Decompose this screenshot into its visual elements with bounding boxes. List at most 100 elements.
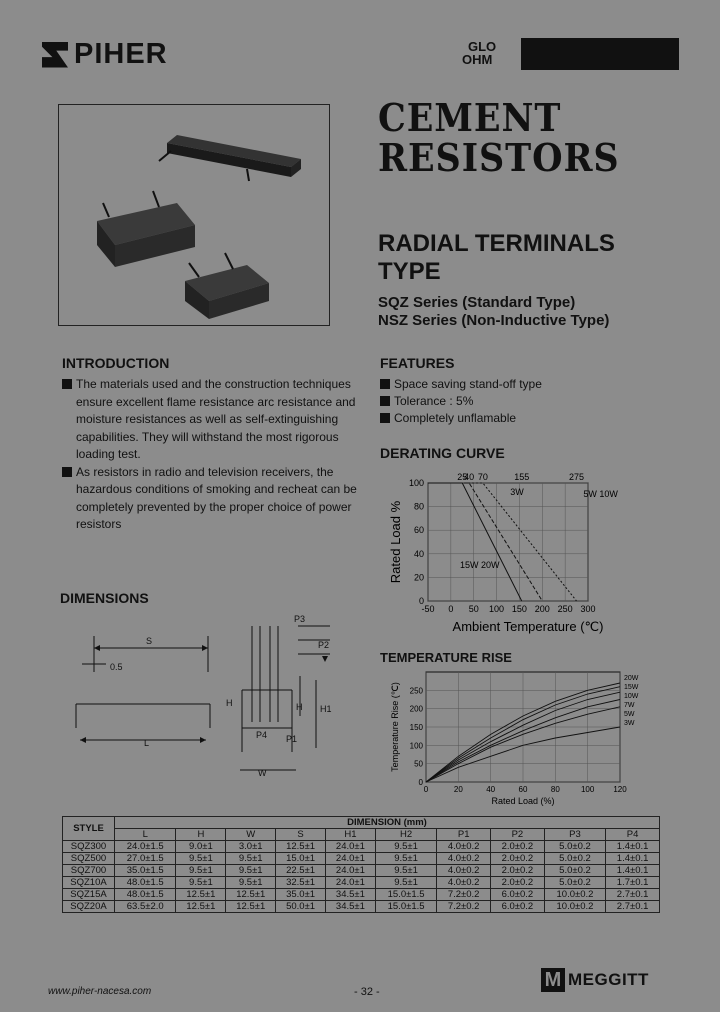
dimension-cell: 2.7±0.1: [605, 888, 660, 901]
meggitt-brand: MEGGITT: [568, 970, 649, 989]
dimension-cell: 12.5±1: [275, 840, 326, 853]
dim-label-p3: P3: [294, 614, 305, 624]
dimension-cell: 27.0±1.5: [113, 852, 177, 865]
dimension-cell: 1.7±0.1: [605, 876, 660, 889]
series-label: 3W: [624, 720, 635, 727]
temprise-series-line: [425, 691, 621, 783]
dim-label-p1: P1: [286, 734, 297, 744]
x-tick-label: 250: [558, 604, 573, 614]
dimension-cell: 5.0±0.2: [543, 864, 607, 877]
dimension-cell: 1.4±0.1: [605, 864, 660, 877]
dimension-cell: 50.0±1: [275, 900, 326, 913]
dimension-cell: 34.5±1: [325, 900, 376, 913]
top-tick-label: 40: [464, 472, 474, 482]
style-cell: SQZ10A: [62, 876, 115, 889]
piher-logo: PIHER: [42, 38, 168, 71]
x-tick-label: 20: [454, 785, 463, 794]
subtitle: RADIAL TERMINALS TYPE: [378, 230, 615, 286]
x-tick-label: 80: [551, 785, 560, 794]
dimension-cell: 2.0±0.2: [490, 852, 545, 865]
dimension-cell: 6.0±0.2: [490, 888, 545, 901]
features-list: Space saving stand-off type Tolerance : …: [380, 376, 542, 427]
x-tick-label: 120: [613, 785, 627, 794]
temprise-series-line: [425, 699, 621, 783]
dimension-cell: 15.0±1.5: [374, 888, 438, 901]
series-sqz: SQZ Series (Standard Type): [378, 294, 576, 311]
dim-label-p2: P2: [318, 640, 329, 650]
dimension-cell: 48.0±1.5: [113, 888, 177, 901]
temprise-heading: TEMPERATURE RISE: [380, 650, 512, 665]
dimension-cell: 9.5±1: [225, 864, 277, 877]
dimension-cell: 12.5±1: [175, 888, 227, 901]
x-tick-label: 150: [512, 604, 527, 614]
dimension-cell: 5.0±0.2: [543, 840, 607, 853]
series-label: 3W: [510, 487, 524, 497]
dimension-cell: 63.5±2.0: [113, 900, 177, 913]
page-number: - 32 -: [354, 986, 380, 998]
dimension-cell: 7.2±0.2: [436, 900, 492, 913]
subtitle-line-1: RADIAL TERMINALS: [378, 230, 615, 257]
x-tick-label: 100: [581, 785, 595, 794]
glo-line: GLO: [468, 39, 497, 54]
dimension-cell: 34.5±1: [325, 888, 376, 901]
x-tick-label: 40: [486, 785, 495, 794]
dimension-cell: 6.0±0.2: [490, 900, 545, 913]
dimension-cell: 1.4±0.1: [605, 852, 660, 865]
temprise-series-line: [425, 726, 621, 783]
derating-series-line: [428, 482, 577, 602]
dimension-cell: 48.0±1.5: [113, 876, 177, 889]
style-cell: SQZ500: [62, 852, 115, 865]
y-tick-label: 60: [414, 525, 424, 535]
feature-item: Completely unflamable: [380, 410, 542, 427]
dimension-cell: 32.5±1: [275, 876, 326, 889]
dimension-header: DIMENSION (mm): [114, 816, 660, 829]
dimension-cell: 2.0±0.2: [490, 876, 545, 889]
dimension-cell: 4.0±0.2: [436, 852, 492, 865]
style-cell: SQZ15A: [62, 888, 115, 901]
column-header: L: [113, 828, 177, 841]
y-axis-label: Rated Load %: [388, 500, 403, 583]
feature-item: Tolerance : 5%: [380, 393, 542, 410]
dimension-cell: 22.5±1: [275, 864, 326, 877]
dimension-cell: 12.5±1: [225, 888, 277, 901]
dimension-cell: 24.0±1: [325, 876, 376, 889]
x-axis-label: Ambient Temperature (℃): [453, 619, 604, 634]
product-photo: [58, 104, 330, 326]
derating-series-line: [428, 482, 543, 602]
dimension-cell: 2.0±0.2: [490, 840, 545, 853]
dimension-cell: 9.5±1: [175, 852, 227, 865]
piher-logo-icon: [42, 41, 68, 68]
dim-label-s: S: [146, 636, 152, 646]
column-header: P4: [605, 828, 660, 841]
dimension-cell: 3.0±1: [225, 840, 277, 853]
dimension-cell: 12.5±1: [225, 900, 277, 913]
dim-label-h1: H1: [320, 704, 332, 714]
y-tick-label: 80: [414, 502, 424, 512]
style-cell: SQZ20A: [62, 900, 115, 913]
dimension-cell: 9.5±1: [374, 864, 438, 877]
title-line-1: CEMENT: [378, 95, 562, 140]
meggitt-mark-icon: M: [541, 968, 565, 992]
column-header: S: [275, 828, 326, 841]
y-tick-label: 20: [414, 572, 424, 582]
series-label: 20W: [624, 675, 639, 682]
column-header: H1: [325, 828, 376, 841]
top-tick-label: 70: [478, 472, 488, 482]
y-axis-label: Temperature Rise (℃): [390, 682, 400, 772]
series-label: 10W: [624, 693, 639, 700]
dimension-cell: 9.5±1: [374, 852, 438, 865]
dimension-cell: 7.2±0.2: [436, 888, 492, 901]
intro-paragraph-2: As resistors in radio and television rec…: [62, 464, 362, 534]
column-header: H: [175, 828, 227, 841]
website-url[interactable]: www.piher-nacesa.com: [48, 986, 152, 997]
dimension-cell: 24.0±1: [325, 864, 376, 877]
x-tick-label: 50: [469, 604, 479, 614]
introduction-heading: INTRODUCTION: [62, 355, 170, 371]
series-list: SQZ Series (Standard Type) NSZ Series (N…: [378, 294, 609, 330]
dimension-cell: 4.0±0.2: [436, 840, 492, 853]
